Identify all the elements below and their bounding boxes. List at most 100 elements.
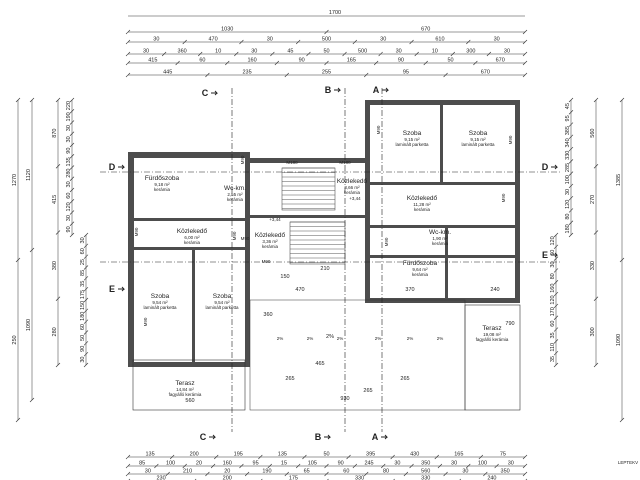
top-row4-tick: [473, 60, 478, 66]
bottom-row2-tick: [381, 463, 386, 469]
partition-1: [134, 218, 245, 221]
room-finish-12: fagyálló kerámia: [169, 392, 202, 397]
right-outer-wall: [515, 100, 520, 300]
room-finish-9: kerámia: [412, 272, 429, 277]
partition-3: [192, 250, 195, 365]
bottom-row1-label: 135: [145, 452, 154, 458]
right-fine-a-label: 285: [565, 163, 571, 172]
right-fine-b-tick: [553, 268, 559, 273]
right-top-wall: [365, 100, 520, 105]
left-fine-a-tick: [69, 165, 75, 170]
left-inner-label: 380: [52, 261, 58, 270]
right-fine-a-tick: [568, 208, 574, 213]
bottom-row2-tick: [125, 463, 131, 469]
right-fine-b-label: 120: [550, 295, 556, 304]
top-row3-tick: [450, 51, 456, 57]
top-row3-label: 10: [432, 49, 438, 55]
door-label-0: M180: [286, 160, 298, 165]
bottom-row1-label: 50: [323, 452, 329, 458]
right-fine-a-label: 330: [565, 151, 571, 160]
terrace-dim-13: 2%: [326, 334, 334, 340]
right-fine-a-label: 180: [565, 224, 571, 233]
bottom-row2-label: 20: [196, 461, 202, 467]
top-row3-tick: [125, 51, 131, 57]
terrace-dim-9: 790: [505, 321, 514, 327]
top-row5-label: 95: [403, 70, 409, 76]
slope-0: 2%: [277, 336, 284, 341]
bottom-row2-label: 105: [308, 461, 317, 467]
bottom-row4-label: 200: [223, 476, 232, 480]
bottom-row3-label: 65: [304, 469, 310, 475]
right-fine-b-label: 60: [550, 321, 556, 327]
top-row4-label: 415: [148, 58, 157, 64]
room-name-12: Terasz: [175, 380, 194, 387]
section-top-right-arrow: [382, 87, 390, 93]
bottom-row2-label: 85: [139, 461, 145, 467]
right-mid-tick: [593, 230, 599, 235]
left-fine-a-label: 90: [66, 148, 72, 154]
right-outer-tick: [619, 97, 625, 103]
section-bottom-right-letter: A: [372, 432, 379, 442]
right-fine-a-tick: [568, 195, 574, 201]
top-row3-tick: [342, 51, 347, 57]
left-mid-label: 1120: [26, 169, 32, 181]
room-area-4: 9,15 m²: [404, 137, 420, 142]
stair-upper: [281, 167, 336, 211]
left-inner-label: 415: [52, 195, 58, 204]
left-fine-b-tick: [83, 319, 89, 324]
room-area-11: 9,54 m²: [214, 300, 230, 305]
left-fine-a-label: 280: [66, 169, 72, 178]
bottom-row4-label: 240: [487, 476, 496, 480]
left-inner-label: 870: [52, 129, 58, 138]
right-mid-label: 330: [590, 261, 596, 270]
top-overall-dim: 1700: [329, 10, 341, 16]
room-finish-11: laminált parketta: [205, 305, 239, 310]
top-left-wall: [128, 152, 250, 158]
left-outer-tick: [15, 417, 21, 423]
left-fine-a-label: 60: [66, 193, 72, 199]
top-row3-tick: [161, 51, 167, 57]
right-fine-a-label: 30: [565, 189, 571, 195]
room-area-6: 6,00 m²: [184, 235, 200, 240]
bottom-row2-label: 100: [478, 461, 487, 467]
room-finish-4: laminált parketta: [395, 142, 429, 147]
bottom-row2-tick: [239, 463, 244, 469]
bottom-row2-label: 100: [166, 461, 175, 467]
bottom-row2-label: 30: [508, 461, 514, 467]
bottom-row2-label: 160: [223, 461, 232, 467]
top-row3-label: 10: [215, 49, 221, 55]
bottom-row3-tick: [165, 471, 170, 477]
door-label-8: M90: [143, 317, 148, 326]
top-row3-tick: [378, 51, 383, 57]
top-row1-tick: [324, 29, 329, 35]
right-fine-a-label: 385: [565, 126, 571, 135]
bottom-row3-tick: [363, 471, 369, 477]
bottom-row3-tick: [443, 471, 448, 477]
right-fine-b-label: 30: [550, 261, 556, 267]
bottom-row3-label: 60: [343, 469, 349, 475]
section-left-upper-letter: D: [109, 162, 116, 172]
left-fine-a-tick: [69, 131, 75, 136]
right-fine-b-tick: [553, 303, 559, 309]
left-block-right-wall: [245, 152, 250, 367]
slope-5: 2%: [437, 336, 444, 341]
right-outer-tick: [619, 417, 625, 423]
left-fine-a-label: 220: [66, 101, 72, 110]
left-fine-a-tick: [69, 199, 75, 204]
partition-9: [250, 215, 365, 218]
left-fine-b-tick: [83, 330, 89, 335]
bottom-row2-label: 15: [281, 461, 287, 467]
left-fine-a-tick: [69, 221, 75, 226]
bottom-row1-tick: [169, 454, 175, 460]
left-fine-b-tick: [83, 254, 89, 259]
logo: LEPTEKV: [618, 460, 638, 465]
door-label-10: M90: [501, 193, 506, 202]
room-name-5: Szoba: [469, 130, 488, 137]
top-row3-label: 300: [466, 49, 475, 55]
top-row2-tick: [466, 39, 471, 45]
left-fine-a-label: 30: [66, 215, 72, 221]
bottom-row2-label: 30: [394, 461, 400, 467]
bottom-row3-label: 30: [145, 469, 151, 475]
left-mid-label: 1090: [26, 319, 32, 331]
right-fine-a-label: 80: [565, 214, 571, 220]
